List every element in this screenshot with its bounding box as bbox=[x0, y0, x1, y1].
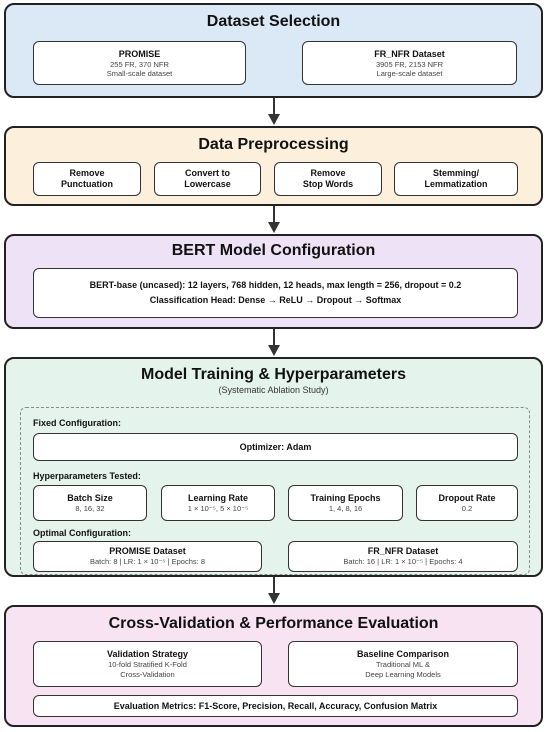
arrow-down-icon bbox=[268, 577, 280, 605]
dataset-selection-panel: Dataset Selection PROMISE 255 FR, 370 NF… bbox=[4, 3, 543, 98]
step-label-line1: Stemming/ bbox=[432, 168, 479, 178]
optimizer-box: Optimizer: Adam bbox=[33, 433, 518, 461]
hyperparameter-box: Learning Rate 1 × 10⁻⁵, 5 × 10⁻⁵ bbox=[161, 485, 275, 521]
bert-config-title: BERT Model Configuration bbox=[171, 242, 376, 259]
bert-config-panel: BERT Model Configuration BERT-base (unca… bbox=[4, 234, 543, 329]
hyperparameters-tested-label: Hyperparameters Tested: bbox=[33, 471, 141, 481]
evaluation-metrics-box: Evaluation Metrics: F1-Score, Precision,… bbox=[33, 695, 518, 717]
promise-name: PROMISE bbox=[118, 48, 161, 59]
arrow-down-icon bbox=[268, 206, 280, 234]
validation-strategy-line2: Cross-Validation bbox=[120, 669, 175, 679]
validation-strategy-line1: 10-fold Stratified K-Fold bbox=[108, 659, 187, 669]
step-label-line2: Lowercase bbox=[184, 179, 231, 189]
hyperparameter-values: 0.2 bbox=[461, 503, 473, 513]
promise-dataset-box: PROMISE 255 FR, 370 NFR Small-scale data… bbox=[33, 41, 246, 85]
baseline-comparison-name: Baseline Comparison bbox=[356, 648, 450, 659]
optimal-dataset-values: Batch: 16 | LR: 1 × 10⁻⁵ | Epochs: 4 bbox=[343, 557, 463, 566]
training-panel: Model Training & Hyperparameters (System… bbox=[4, 357, 543, 577]
optimal-config-box: FR_NFR Dataset Batch: 16 | LR: 1 × 10⁻⁵ … bbox=[288, 541, 518, 572]
hyperparameter-values: 1, 4, 8, 16 bbox=[328, 503, 363, 513]
optimal-dataset-name: FR_NFR Dataset bbox=[367, 546, 439, 556]
baseline-comparison-line1: Traditional ML & bbox=[375, 659, 431, 669]
bert-config-box: BERT-base (uncased): 12 layers, 768 hidd… bbox=[33, 268, 518, 318]
dataset-selection-title: Dataset Selection bbox=[206, 13, 341, 30]
data-preprocessing-title: Data Preprocessing bbox=[198, 136, 349, 153]
preprocess-step-box: Remove Stop Words bbox=[274, 162, 382, 196]
baseline-comparison-line2: Deep Learning Models bbox=[365, 669, 441, 679]
hyperparameter-box: Dropout Rate 0.2 bbox=[416, 485, 518, 521]
validation-strategy-name: Validation Strategy bbox=[106, 648, 189, 659]
optimal-dataset-name: PROMISE Dataset bbox=[109, 546, 186, 556]
frnfr-name: FR_NFR Dataset bbox=[374, 48, 445, 59]
optimal-config-label: Optimal Configuration: bbox=[33, 528, 131, 538]
frnfr-desc: Large-scale dataset bbox=[376, 68, 443, 78]
optimal-config-box: PROMISE Dataset Batch: 8 | LR: 1 × 10⁻⁵ … bbox=[33, 541, 262, 572]
optimizer-label: Optimizer: Adam bbox=[239, 441, 312, 452]
training-subtitle: (Systematic Ablation Study) bbox=[218, 385, 329, 395]
preprocess-step-box: Convert to Lowercase bbox=[154, 162, 261, 196]
ablation-study-group bbox=[20, 407, 530, 575]
evaluation-metrics-label: Evaluation Metrics: F1-Score, Precision,… bbox=[113, 700, 438, 711]
frnfr-counts: 3905 FR, 2153 NFR bbox=[375, 59, 444, 69]
preprocess-step-box: Remove Punctuation bbox=[33, 162, 141, 196]
hyperparameter-box: Batch Size 8, 16, 32 bbox=[33, 485, 147, 521]
hyperparameter-name: Dropout Rate bbox=[438, 492, 496, 503]
hyperparameter-name: Learning Rate bbox=[187, 492, 248, 503]
step-label-line1: Remove bbox=[310, 168, 346, 178]
optimal-dataset-values: Batch: 8 | LR: 1 × 10⁻⁵ | Epochs: 8 bbox=[90, 557, 205, 566]
frnfr-dataset-box: FR_NFR Dataset 3905 FR, 2153 NFR Large-s… bbox=[302, 41, 517, 85]
bert-config-line1: BERT-base (uncased): 12 layers, 768 hidd… bbox=[89, 280, 462, 290]
promise-desc: Small-scale dataset bbox=[106, 68, 173, 78]
evaluation-title: Cross-Validation & Performance Evaluatio… bbox=[108, 615, 439, 632]
step-label-line2: Punctuation bbox=[61, 179, 113, 189]
evaluation-panel: Cross-Validation & Performance Evaluatio… bbox=[4, 605, 543, 727]
step-label-line2: Stop Words bbox=[302, 179, 354, 189]
validation-strategy-box: Validation Strategy 10-fold Stratified K… bbox=[33, 641, 262, 687]
fixed-config-label: Fixed Configuration: bbox=[33, 418, 121, 428]
hyperparameter-name: Training Epochs bbox=[310, 492, 381, 503]
hyperparameter-box: Training Epochs 1, 4, 8, 16 bbox=[288, 485, 403, 521]
arrow-down-icon bbox=[268, 329, 280, 357]
step-label-line1: Convert to bbox=[185, 168, 230, 178]
baseline-comparison-box: Baseline Comparison Traditional ML & Dee… bbox=[288, 641, 518, 687]
arrow-down-icon bbox=[268, 98, 280, 126]
hyperparameter-name: Batch Size bbox=[67, 492, 113, 503]
training-title: Model Training & Hyperparameters bbox=[141, 366, 406, 383]
bert-config-line2: Classification Head: Dense → ReLU → Drop… bbox=[149, 295, 402, 305]
step-label-line2: Lemmatization bbox=[424, 179, 488, 189]
promise-counts: 255 FR, 370 NFR bbox=[110, 59, 169, 69]
hyperparameter-values: 1 × 10⁻⁵, 5 × 10⁻⁵ bbox=[187, 503, 249, 513]
preprocess-step-box: Stemming/ Lemmatization bbox=[394, 162, 518, 196]
hyperparameter-values: 8, 16, 32 bbox=[75, 503, 105, 513]
step-label-line1: Remove bbox=[69, 168, 105, 178]
data-preprocessing-panel: Data Preprocessing Remove Punctuation Co… bbox=[4, 126, 543, 206]
